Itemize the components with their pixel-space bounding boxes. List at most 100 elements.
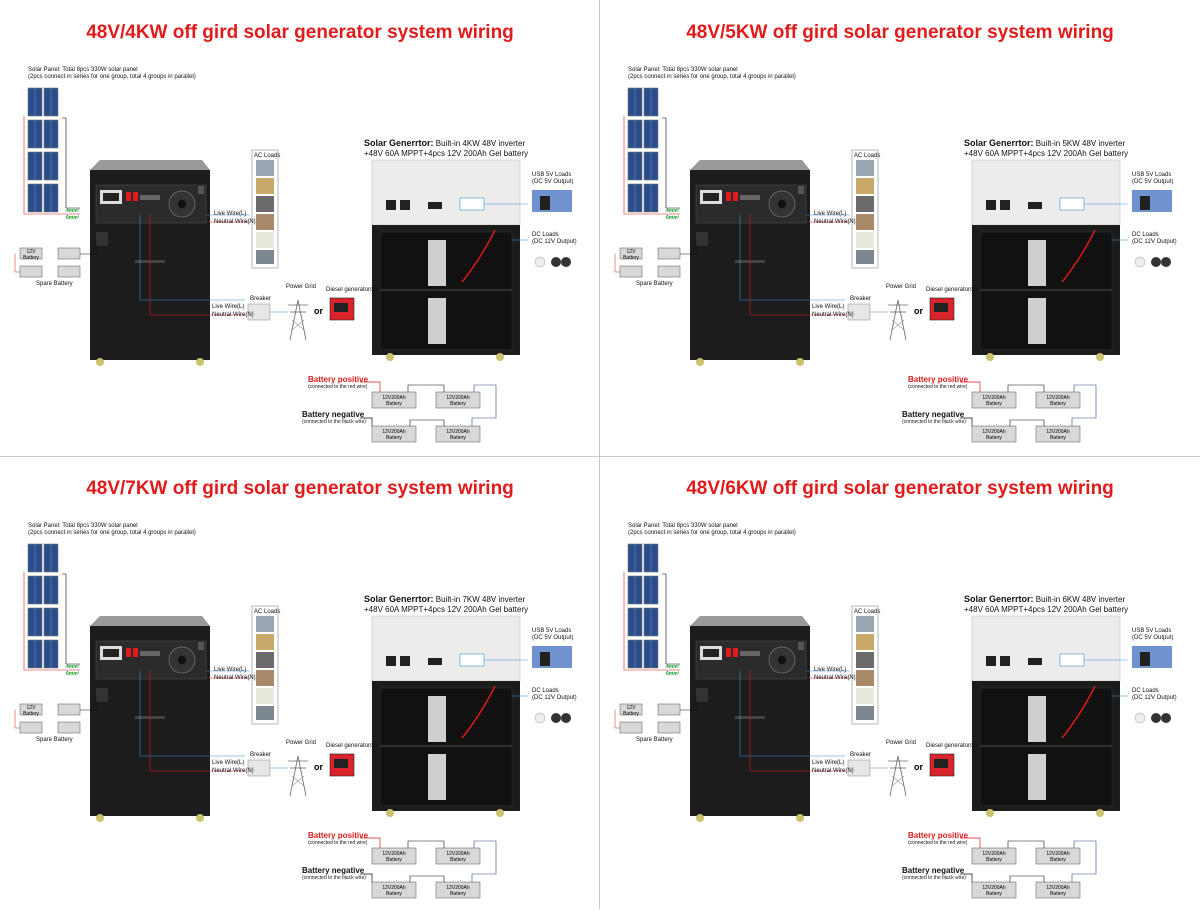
generator-spec-1: Built-in 6KW 48V inverter — [1035, 595, 1126, 604]
bulb-icon — [534, 256, 571, 268]
wiring-panel-2: 48V/5KW off gird solar generator system … — [600, 0, 1200, 454]
battery-positive-title: Battery positive — [908, 375, 969, 384]
battery-text-4-line-1: 12V200Ah — [446, 885, 470, 891]
live-wire-grid-label: Live Wire(L) — [812, 304, 845, 310]
battery-icon — [1035, 391, 1081, 409]
wiring-drawing — [14, 543, 572, 899]
solar-panel-icon — [43, 607, 59, 637]
battery-negative-sub: (connected to the black wire) — [302, 419, 366, 425]
usb-loads-label: USB 5V Loads (DC 5V Output) — [532, 172, 573, 186]
neutral-wire-grid-label: Neutral Wire(N) — [212, 312, 254, 318]
solar-panel-description: Solar Panel: Total 8pcs 330W solar panel… — [28, 67, 196, 81]
spare-battery-text: 12V Battery — [9, 705, 53, 717]
battery-icon — [371, 881, 417, 899]
generator-spec-2: +48V 60A MPPT+4pcs 12V 200Ah Gel battery — [964, 149, 1129, 158]
breaker-label: Breaker — [250, 752, 272, 758]
dc-loads-sub: (DC 12V Output) — [532, 695, 577, 701]
solar-panel-icon — [643, 183, 659, 213]
battery-negative-title: Battery negative — [302, 866, 365, 875]
spare-battery-label: Spare Battery — [36, 281, 73, 287]
solar-generator-cabinet-icon — [371, 159, 528, 361]
battery-negative-title: Battery negative — [302, 410, 365, 419]
spare-battery-label: Spare Battery — [636, 737, 673, 743]
battery-icon — [371, 847, 417, 865]
solar-line-2: (2pcs connect in series for one group, t… — [28, 74, 196, 80]
usb-loads-sub: (DC 5V Output) — [532, 635, 574, 641]
battery-bank — [360, 381, 497, 443]
usb-device-icon — [532, 190, 572, 212]
neutral-wire-label: Neutral Wire(N) — [814, 219, 856, 225]
battery-bank — [960, 837, 1097, 899]
ac-load-icon — [856, 178, 874, 194]
battery-text-4-line-2: Battery — [1050, 891, 1066, 897]
wiring-drawing — [614, 87, 1172, 443]
battery-icon — [19, 265, 43, 278]
battery-text-2-line-1: 12V200Ah — [446, 851, 470, 857]
live-wire-label: Live Wire(L) — [814, 667, 847, 673]
generator-spec-2: +48V 60A MPPT+4pcs 12V 200Ah Gel battery — [964, 605, 1129, 614]
battery-icon — [619, 247, 643, 260]
solar-panel-icon — [27, 119, 43, 149]
generator-title: Solar Generrtor: — [364, 138, 434, 148]
neutral-wire-label: Neutral Wire(N) — [214, 219, 256, 225]
power-tower-icon — [870, 755, 908, 797]
usb-loads-sub: (DC 5V Output) — [1132, 179, 1174, 185]
battery-icon — [657, 247, 681, 260]
diesel-label: Diesel generators — [926, 287, 974, 293]
generator-spec-1: Built-in 5KW 48V inverter — [1035, 139, 1126, 148]
diesel-generator-icon — [329, 297, 355, 321]
solar-panel-icon — [627, 543, 643, 573]
generator-spec: Solar Generrtor: Built-in 5KW 48V invert… — [964, 138, 1128, 159]
solar-panel-icon — [643, 639, 659, 669]
battery-positive-label: Battery positive (connected to the red w… — [908, 831, 968, 847]
dc-loads-sub: (DC 12V Output) — [1132, 695, 1177, 701]
ac-load-icon — [856, 232, 874, 248]
ac-load-icon — [256, 706, 274, 720]
battery-icon — [435, 847, 481, 865]
panel-title: 48V/7KW off gird solar generator system … — [86, 478, 514, 499]
spare-battery-label: Spare Battery — [636, 281, 673, 287]
solar-line-2: (2pcs connect in series for one group, t… — [628, 530, 796, 536]
battery-text-1-line-2: Battery — [986, 401, 1002, 407]
bulb-icon — [1134, 712, 1171, 724]
ac-load-icon — [256, 250, 274, 264]
solar-panel-array — [623, 87, 680, 215]
usb-loads-label: USB 5V Loads (DC 5V Output) — [532, 628, 573, 642]
battery-text-1-line-1: 12V200Ah — [982, 851, 1006, 857]
solar-line-1: Solar Panel: Total 8pcs 330W solar panel — [28, 523, 138, 529]
solar-line-2: (2pcs connect in series for one group, t… — [28, 530, 196, 536]
battery-icon — [971, 847, 1017, 865]
ac-loads-column — [251, 605, 279, 725]
solar-panel-icon — [643, 87, 659, 117]
bulb-icon — [534, 712, 571, 724]
solar-panel-icon — [27, 183, 43, 213]
generator-spec: Solar Generrtor: Built-in 6KW 48V invert… — [964, 594, 1128, 615]
solar-panel-icon — [43, 119, 59, 149]
dc-loads-sub: (DC 12V Output) — [1132, 239, 1177, 245]
battery-icon — [971, 391, 1017, 409]
usb-device-icon — [532, 646, 572, 668]
solar-panel-icon — [27, 543, 43, 573]
ac-load-icon — [856, 634, 874, 650]
battery-text-4-line-2: Battery — [450, 435, 466, 441]
battery-icon — [435, 881, 481, 899]
battery-positive-title: Battery positive — [308, 375, 369, 384]
battery-negative-label: Battery negative (connected to the black… — [902, 866, 966, 882]
ac-load-icon — [856, 214, 874, 230]
solar-panel-icon — [627, 639, 643, 669]
ac-loads-label: AC Loads — [854, 609, 881, 615]
solar-line-2: (2pcs connect in series for one group, t… — [628, 74, 796, 80]
ac-loads-label: AC Loads — [254, 609, 281, 615]
usb-loads-sub: (DC 5V Output) — [532, 179, 574, 185]
usb-loads-title: USB 5V Loads — [532, 628, 572, 634]
wiring-panel-4: 48V/6KW off gird solar generator system … — [600, 456, 1200, 910]
live-wire-label: Live Wire(L) — [814, 211, 847, 217]
battery-positive-sub: (connected to the red wire) — [908, 384, 968, 390]
inverter-cabinet-icon — [690, 616, 850, 822]
battery-icon — [657, 265, 681, 278]
